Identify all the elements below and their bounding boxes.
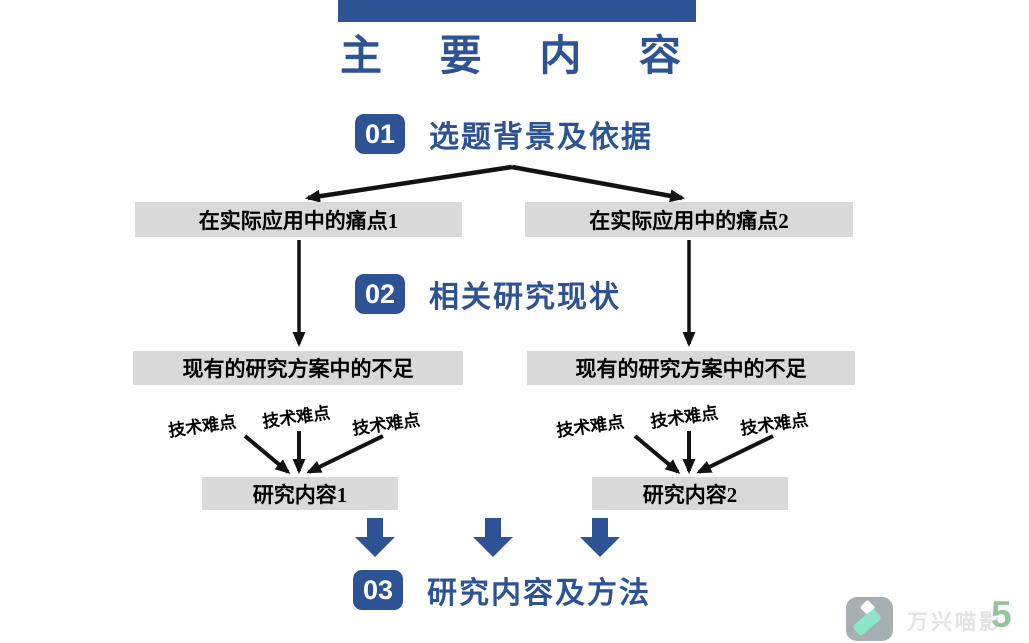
technical-difficulty-label: 技术难点: [739, 410, 810, 439]
box-pain-point-1: 在实际应用中的痛点1: [135, 202, 462, 237]
watermark-text: 万兴喵影: [907, 611, 1003, 634]
section-03: 03 研究内容及方法: [353, 568, 651, 612]
box-deficiency-2: 现有的研究方案中的不足: [527, 351, 855, 385]
section-01-badge: 01: [355, 114, 405, 154]
technical-difficulty-label: 技术难点: [261, 403, 332, 432]
technical-difficulty-label: 技术难点: [167, 412, 238, 441]
down-arrow-icon: [355, 518, 395, 557]
technical-difficulty-label: 技术难点: [351, 410, 422, 439]
technical-difficulty-label: 技术难点: [555, 412, 626, 441]
filmora-logo-icon: [846, 597, 893, 641]
section-03-label: 研究内容及方法: [427, 577, 651, 610]
down-arrow-icon: [473, 518, 513, 557]
arrow-to-pain-point-2: [511, 164, 685, 203]
down-arrow-icon: [580, 518, 620, 557]
arrow-to-pain-point-1: [305, 164, 513, 203]
arrow-tech1-to-rc1: [243, 434, 291, 474]
section-02-badge: 02: [355, 274, 405, 314]
section-03-badge: 03: [353, 570, 403, 610]
arrow-tech4-to-rc2: [633, 434, 681, 474]
section-01: 01 选题背景及依据: [355, 112, 653, 156]
technical-difficulty-label: 技术难点: [649, 403, 720, 432]
box-research-content-2: 研究内容2: [592, 477, 788, 510]
box-research-content-1: 研究内容1: [202, 477, 398, 510]
section-02-label: 相关研究现状: [429, 281, 621, 314]
slide-title: 主 要 内 容: [339, 32, 689, 79]
logo-mint-shape: [852, 608, 882, 637]
section-01-label: 选题背景及依据: [429, 121, 653, 154]
box-deficiency-1: 现有的研究方案中的不足: [133, 351, 463, 385]
title-accent-bar: [338, 0, 696, 22]
box-pain-point-2: 在实际应用中的痛点2: [525, 202, 853, 237]
page-number: 5: [991, 594, 1012, 635]
section-02: 02 相关研究现状: [355, 272, 621, 316]
arrow-tech6-to-rc2: [696, 434, 774, 474]
arrow-tech3-to-rc1: [306, 434, 384, 474]
